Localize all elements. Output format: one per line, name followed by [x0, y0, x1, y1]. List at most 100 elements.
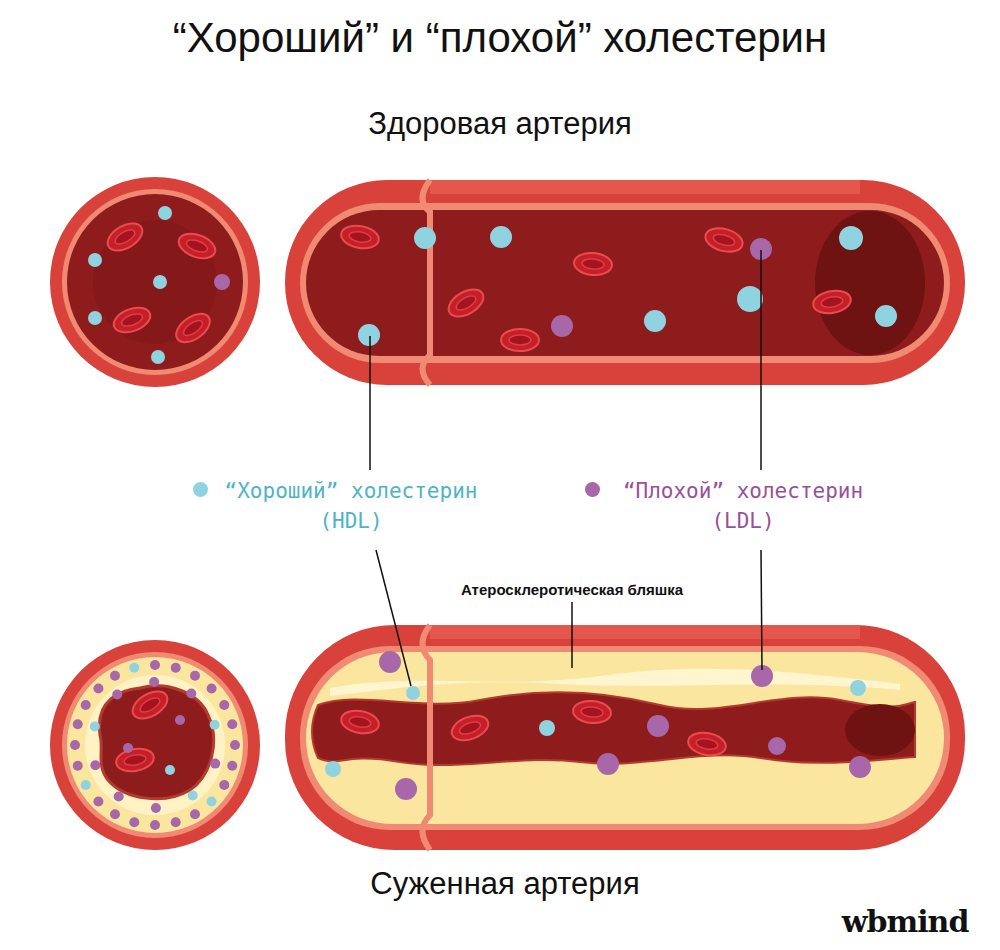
cholesterol-particle [644, 310, 666, 332]
leader-line [369, 336, 371, 470]
legend-swatch [193, 482, 208, 497]
cholesterol-particle [90, 721, 100, 731]
cholesterol-particle [358, 324, 380, 346]
legend-swatch [585, 482, 600, 497]
cell-body [110, 303, 153, 337]
healthy-artery-tube [285, 180, 965, 385]
section-caption: Здоровая артерия [368, 106, 632, 142]
cholesterol-particle [112, 690, 122, 700]
leader-line [760, 250, 762, 470]
cholesterol-particle [597, 753, 619, 775]
cholesterol-particle [88, 311, 102, 325]
cell-body [811, 288, 852, 316]
legend-text: “Плохой” холестерин (LDL) [608, 476, 878, 536]
cell-center [454, 293, 478, 313]
red-blood-cell [339, 223, 380, 251]
cut-edge [423, 625, 431, 850]
artery-wall [285, 180, 965, 385]
artery-lumen [306, 210, 944, 356]
cholesterol-particle [151, 350, 165, 364]
artery-inner-layer [62, 189, 248, 375]
cholesterol-particle [850, 680, 866, 696]
cholesterol-particle [490, 226, 512, 248]
cholesterol-particle [647, 715, 669, 737]
red-blood-cell [339, 708, 380, 736]
plaque [67, 657, 243, 833]
cut-edge [423, 180, 431, 385]
cell-center [120, 312, 144, 329]
cholesterol-particle [73, 761, 83, 771]
cholesterol-particle [230, 740, 240, 750]
cholesterol-particle [153, 275, 167, 289]
lumen-opening [815, 211, 925, 355]
cell-body [103, 218, 147, 256]
cell-center [712, 232, 736, 247]
cell-center [509, 335, 531, 345]
cell-body [444, 284, 488, 322]
legend-entry: “Плохой” холестерин (LDL) [585, 476, 878, 536]
narrowed-cross-section [50, 640, 260, 850]
cholesterol-particle [227, 761, 237, 771]
cell-center [820, 295, 843, 309]
cell-body [339, 223, 380, 251]
cell-center [458, 720, 482, 737]
cell-center [348, 715, 371, 729]
cell-body [448, 711, 491, 745]
cholesterol-particle [151, 803, 161, 813]
cholesterol-particle [150, 820, 160, 830]
cholesterol-particle [70, 740, 80, 750]
cholesterol-particle [406, 686, 420, 700]
cholesterol-particle [110, 809, 120, 819]
cholesterol-particle [88, 253, 102, 267]
wall-highlight [430, 180, 860, 194]
artery-inner-layer [62, 652, 248, 838]
cell-body [128, 686, 172, 724]
wall-highlight [430, 625, 860, 639]
cholesterol-particle [158, 206, 172, 220]
cholesterol-particle [110, 671, 120, 681]
cholesterol-particle [219, 700, 229, 710]
cell-center [695, 737, 718, 751]
cholesterol-particle [839, 226, 863, 250]
narrowed-lumen [99, 686, 213, 799]
cholesterol-particle [395, 778, 417, 800]
red-blood-cell [501, 329, 539, 351]
cholesterol-particle [551, 315, 573, 337]
cholesterol-particle [171, 817, 181, 827]
red-blood-cell [128, 686, 172, 724]
cell-center [123, 753, 146, 767]
cell-body [703, 224, 745, 255]
red-blood-cell [175, 229, 218, 263]
plaque-inner [85, 675, 225, 815]
red-blood-cell [703, 224, 745, 255]
cholesterol-particle [539, 720, 555, 736]
cell-center [185, 238, 209, 255]
cholesterol-particle [768, 737, 786, 755]
cell-body [501, 329, 539, 351]
cholesterol-particle [227, 719, 237, 729]
cholesterol-particle [849, 756, 871, 778]
cholesterol-particle [737, 286, 763, 312]
cholesterol-particle [210, 759, 220, 769]
red-blood-cell [573, 251, 613, 276]
red-blood-cell [572, 699, 612, 724]
artery-wall [50, 640, 260, 850]
plaque [306, 652, 944, 824]
artery-lumen [67, 194, 243, 370]
cholesterol-particle [379, 651, 401, 673]
cell-center [113, 227, 137, 247]
leader-line [376, 550, 411, 686]
cell-body [686, 730, 727, 758]
red-blood-cell [686, 730, 727, 758]
cell-center [181, 318, 205, 339]
red-blood-cell [114, 746, 155, 774]
cholesterol-particle [190, 809, 200, 819]
cell-body [573, 251, 613, 276]
cholesterol-particle [214, 274, 230, 290]
cholesterol-particle [73, 719, 83, 729]
healthy-cross-section [50, 177, 260, 387]
leader-line [571, 602, 573, 668]
artery-inner-layer [300, 203, 950, 363]
red-blood-cell [171, 308, 215, 348]
